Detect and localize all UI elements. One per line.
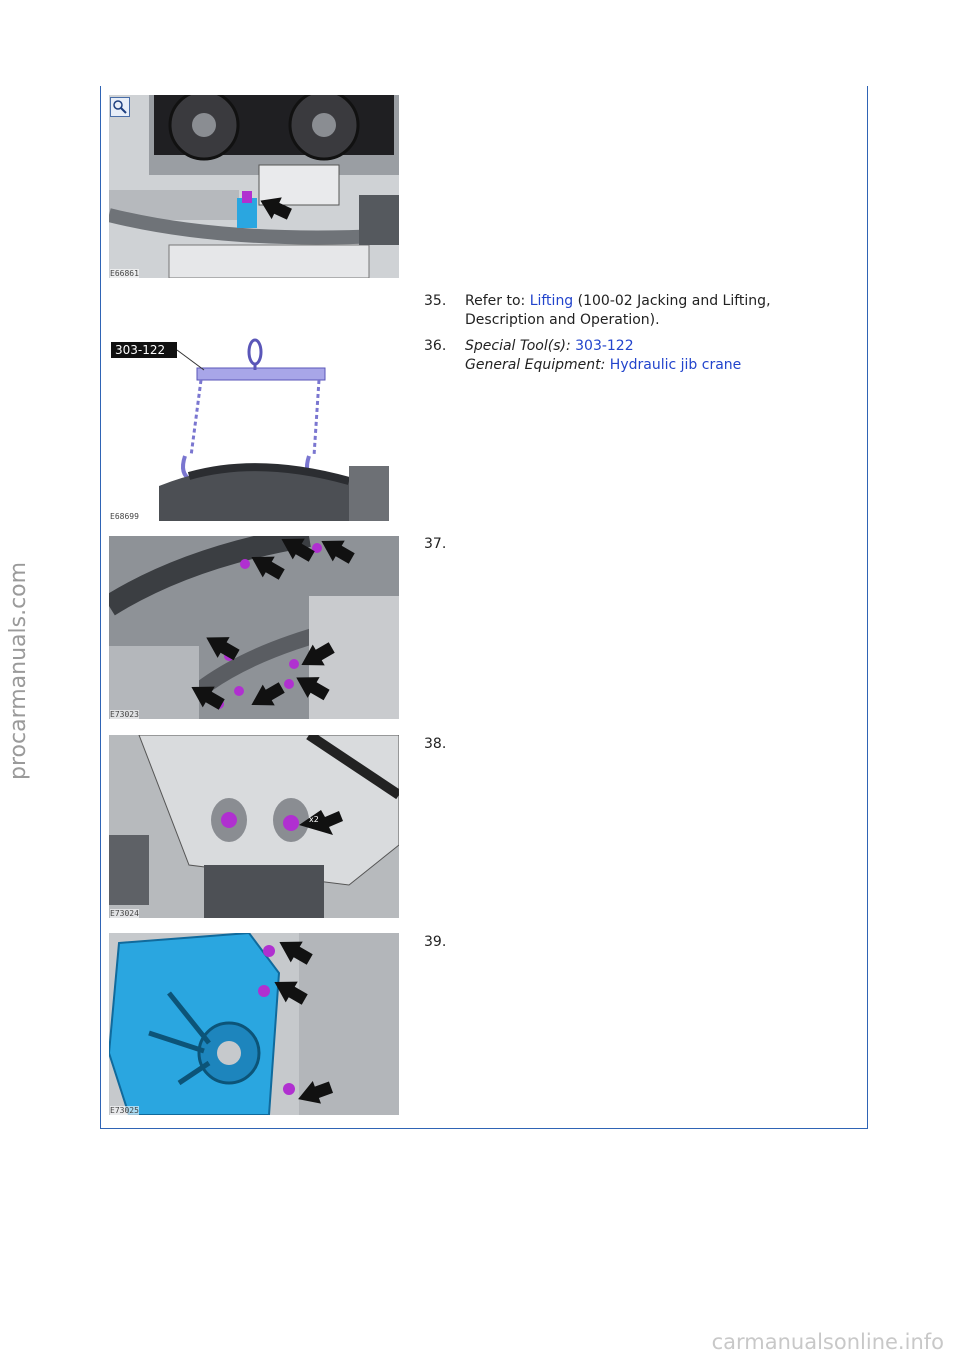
- figure-transmission-lower-bolts: x2 E73024: [109, 735, 399, 918]
- figure-lifting-bracket: 303-122 E68699: [109, 336, 399, 521]
- step-suffix: (100-02 Jacking and Lifting, Description…: [465, 293, 771, 328]
- figure-camshaft-gears-illustration: [109, 95, 399, 278]
- figure-transmission-housing: E73025: [109, 933, 399, 1115]
- figure-camshaft-gears: E66861: [109, 95, 399, 278]
- step-number: 36.: [424, 338, 447, 354]
- step-text: Refer to: Lifting (100-02 Jacking and Li…: [465, 292, 845, 330]
- general-equipment-link[interactable]: Hydraulic jib crane: [609, 357, 742, 373]
- general-equipment-label: General Equipment:: [465, 357, 606, 373]
- step-number: 38.: [424, 736, 447, 752]
- figure-label: E73024: [110, 909, 139, 918]
- side-watermark: procarmanuals.com: [6, 561, 31, 780]
- bottom-watermark: carmanualsonline.info: [711, 1330, 944, 1354]
- special-tool-link[interactable]: 303-122: [575, 338, 634, 354]
- figure-bellhousing-bolts: E73023: [109, 536, 399, 719]
- figure-label: E66861: [110, 269, 139, 278]
- procedure-frame: E66861 35. Refer to: Lifting (100-02 Jac…: [100, 86, 868, 1129]
- bolt-multiplier-text: x2: [309, 815, 319, 824]
- magnify-icon[interactable]: [110, 97, 130, 117]
- figure-transmission-housing-illustration: [109, 933, 399, 1115]
- lifting-link[interactable]: Lifting: [529, 293, 574, 309]
- step-text: Special Tool(s): 303-122 General Equipme…: [465, 337, 845, 375]
- step-prefix: Refer to:: [465, 293, 530, 309]
- figure-label: E68699: [110, 512, 139, 521]
- figure-bellhousing-bolts-illustration: [109, 536, 399, 719]
- special-tool-label: Special Tool(s):: [465, 338, 571, 354]
- figure-transmission-lower-bolts-illustration: x2: [109, 735, 399, 918]
- step-number: 39.: [424, 934, 447, 950]
- figure-lifting-bracket-illustration: 303-122: [109, 336, 399, 521]
- figure-label: E73025: [110, 1106, 139, 1115]
- tool-tag-text: 303-122: [115, 343, 165, 357]
- step-number: 37.: [424, 536, 447, 552]
- figure-label: E73023: [110, 710, 139, 719]
- step-number: 35.: [424, 293, 447, 309]
